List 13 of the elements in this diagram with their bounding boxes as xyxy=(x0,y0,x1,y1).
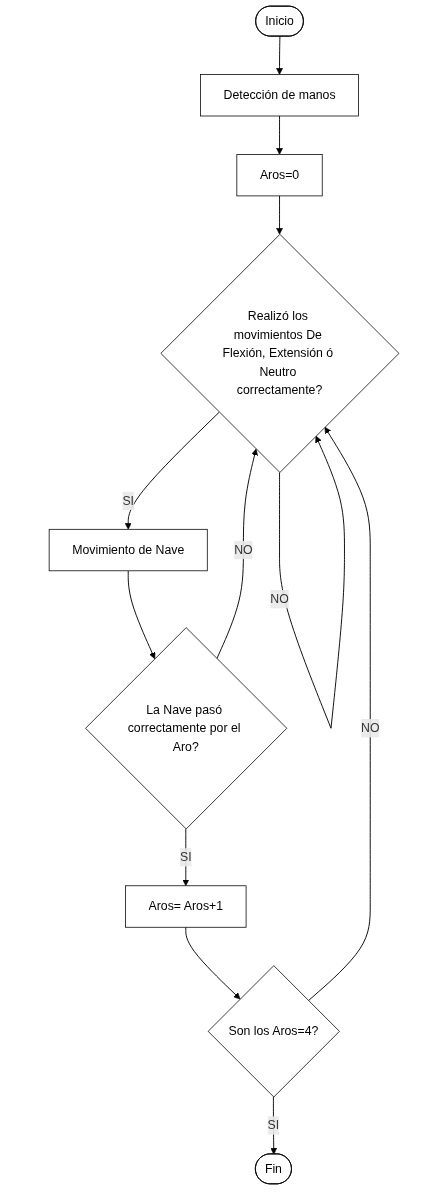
node-box: Movimiento de Nave xyxy=(48,528,208,572)
node-box: Aros= Aros+1 xyxy=(125,885,247,928)
node-diamond: Son los Aros=4? xyxy=(207,965,340,1098)
edge-label: NO xyxy=(360,721,380,735)
edge-label: NO xyxy=(270,592,289,606)
edge-label: SI xyxy=(179,850,192,864)
node-diamond: La Nave pasó correctamente por el Aro? xyxy=(85,627,288,830)
edge-label: SI xyxy=(122,493,134,508)
edge-label: SI xyxy=(267,1118,280,1132)
edge-label: NO xyxy=(234,543,253,557)
node-diamond: Realizó los movimientos De Flexión, Extensión ó Neutro correctamente? xyxy=(160,233,400,473)
node-box: Aros=0 xyxy=(236,154,323,197)
node-box: Detección de manos xyxy=(200,74,359,117)
